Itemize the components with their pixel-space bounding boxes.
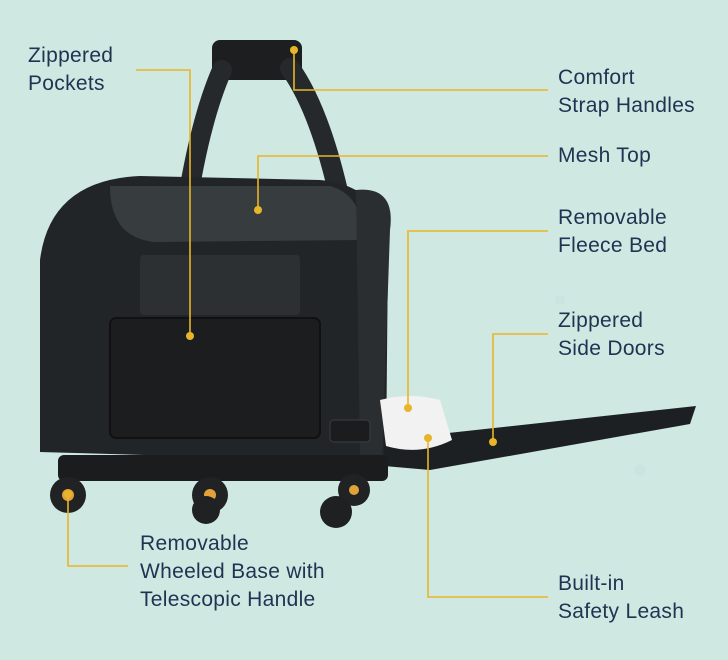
label-removable-wheeled-base: Removable Wheeled Base with Telescopic H… (140, 530, 325, 614)
label-comfort-strap-handles: Comfort Strap Handles (558, 64, 695, 120)
leash-buckle (329, 419, 371, 443)
fleece-bed (380, 396, 452, 450)
label-line: Zippered (28, 44, 114, 67)
label-line: Safety Leash (558, 600, 685, 623)
callout-lines (67, 50, 548, 598)
wheel-front-right (338, 474, 370, 506)
safety-leash-leader (427, 438, 548, 598)
label-line: Pockets (28, 72, 105, 95)
removable-fleece-bed-leader (407, 230, 548, 408)
zippered-side-doors-leader (492, 333, 548, 442)
wheel-front-middle (192, 477, 228, 524)
removable-wheeled-base-leader (67, 494, 128, 567)
label-line: Comfort (558, 66, 635, 89)
zippered-pockets-leader (136, 69, 191, 336)
front-pocket (109, 317, 321, 439)
label-mesh-top: Mesh Top (558, 142, 651, 170)
label-line: Wheeled Base with (140, 560, 325, 583)
mesh-top (110, 186, 361, 242)
label-line: Zippered (558, 309, 644, 332)
label-zippered-pockets: Zippered Pockets (28, 42, 113, 98)
open-side-door (384, 406, 696, 470)
label-line: Built-in (558, 572, 625, 595)
label-line: Strap Handles (558, 94, 695, 117)
label-line: Removable (140, 532, 249, 555)
wheeled-base (58, 455, 388, 481)
mesh-top-leader (257, 155, 548, 210)
label-zippered-side-doors: Zippered Side Doors (558, 307, 665, 363)
label-built-in-safety-leash: Built-in Safety Leash (558, 570, 684, 626)
label-line: Removable (558, 206, 667, 229)
side-panel (356, 189, 391, 462)
callout-dots (64, 46, 497, 498)
comfort-strap-handles-leader (293, 50, 548, 91)
label-removable-fleece-bed: Removable Fleece Bed (558, 204, 667, 260)
top-handle-grip (212, 40, 302, 80)
label-line: Side Doors (558, 337, 665, 360)
label-line: Mesh Top (558, 144, 652, 167)
wheel-rear (320, 496, 352, 528)
label-line: Fleece Bed (558, 234, 668, 257)
front-mesh-window (140, 255, 300, 315)
label-line: Telescopic Handle (140, 588, 316, 611)
